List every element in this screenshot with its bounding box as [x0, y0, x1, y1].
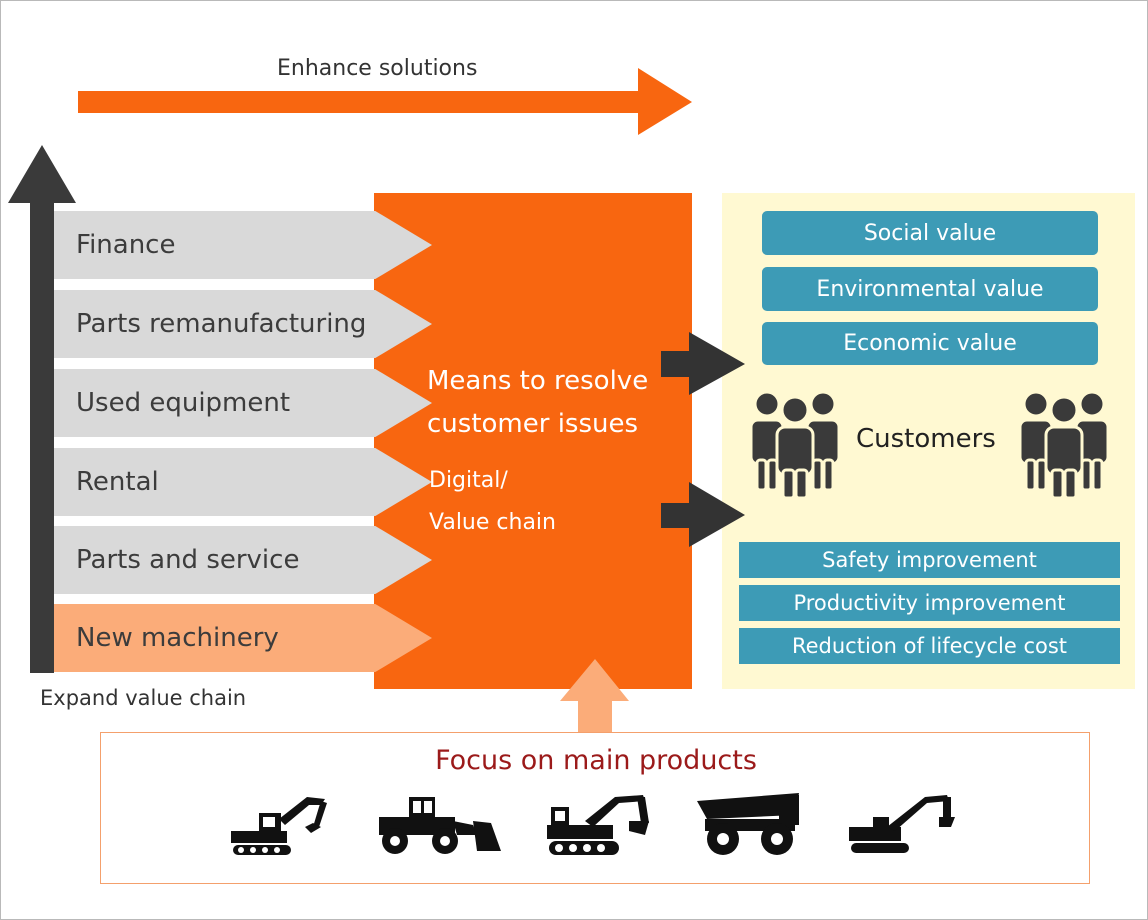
wheel-loader-icon	[379, 797, 501, 854]
step-new-machinery: New machinery	[54, 604, 432, 672]
focus-up-arrow	[560, 659, 629, 734]
step-parts-and-service: Parts and service	[54, 526, 432, 594]
value-arrow-top	[661, 332, 745, 395]
customers-group-icon-right	[1018, 390, 1110, 498]
customers-group-icon-left	[749, 390, 841, 498]
dump-truck-icon	[697, 793, 799, 855]
excavator-icon	[231, 797, 327, 855]
value-arrow-bottom	[661, 482, 745, 547]
means-box	[374, 193, 692, 689]
customers-label: Customers	[856, 424, 996, 454]
digital-label: Digital/ Value chain	[429, 460, 556, 544]
step-finance: Finance	[54, 211, 432, 279]
economic-value-badge: Economic value	[762, 322, 1098, 365]
crawler-excavator-icon	[547, 795, 649, 855]
lifecycle-cost-badge: Reduction of lifecycle cost	[739, 628, 1120, 664]
large-excavator-icon	[849, 795, 955, 853]
means-line-2: customer issues	[427, 409, 639, 439]
expand-value-chain-label: Expand value chain	[40, 686, 247, 710]
means-title: Means to resolve customer issues	[427, 360, 648, 446]
digital-line-2: Value chain	[429, 510, 556, 535]
environmental-value-badge: Environmental value	[762, 267, 1098, 311]
main-products-box: Focus on main products	[100, 732, 1090, 884]
step-used-equipment: Used equipment	[54, 369, 432, 437]
digital-line-1: Digital/	[429, 468, 508, 493]
step-rental: Rental	[54, 448, 432, 516]
means-line-1: Means to resolve	[427, 366, 649, 396]
safety-improvement-badge: Safety improvement	[739, 542, 1120, 578]
productivity-improvement-badge: Productivity improvement	[739, 585, 1120, 621]
social-value-badge: Social value	[762, 211, 1098, 255]
step-parts-remanufacturing: Parts remanufacturing	[54, 290, 432, 358]
enhance-solutions-label: Enhance solutions	[277, 56, 478, 81]
main-products-title: Focus on main products	[435, 745, 757, 776]
expand-value-chain-arrow	[8, 145, 76, 673]
enhance-solutions-arrow	[78, 68, 692, 135]
